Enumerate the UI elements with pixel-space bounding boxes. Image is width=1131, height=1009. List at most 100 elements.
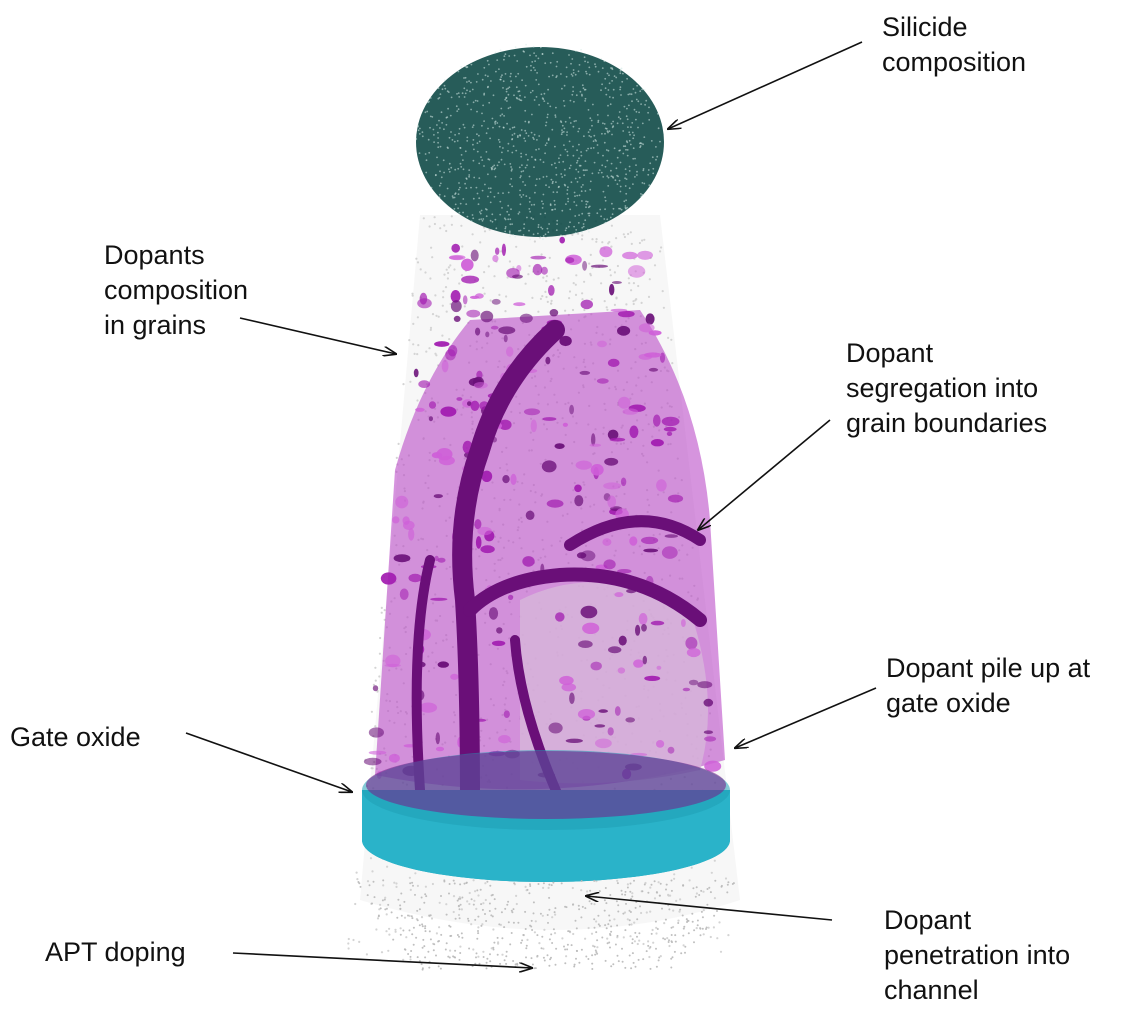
channel-atom xyxy=(392,939,394,941)
dopant-blob xyxy=(603,482,621,489)
channel-atom xyxy=(473,904,475,906)
silicide-atom xyxy=(560,235,562,237)
bg-atom xyxy=(708,927,710,929)
bg-atom xyxy=(606,306,608,308)
dopant-blob xyxy=(548,285,555,296)
silicide-atom xyxy=(483,67,485,69)
channel-atom xyxy=(668,939,670,941)
channel-atom xyxy=(471,898,473,900)
bg-atom xyxy=(542,915,544,917)
silicide-atom xyxy=(518,213,520,215)
silicide-atom xyxy=(536,178,538,180)
dopant-blob xyxy=(681,619,686,627)
channel-atom xyxy=(538,883,540,885)
silicide-atom xyxy=(611,163,613,165)
dopant-blob xyxy=(641,537,658,544)
silicide-atom xyxy=(544,93,546,95)
silicide-atom xyxy=(457,207,459,209)
channel-atom xyxy=(501,937,503,939)
dopant-blob xyxy=(436,747,444,752)
silicide-atom xyxy=(636,174,638,176)
silicide-atom xyxy=(545,233,547,235)
silicide-atom xyxy=(538,104,540,106)
channel-atom xyxy=(671,880,673,882)
bg-atom xyxy=(443,224,445,226)
channel-atom xyxy=(543,882,545,884)
silicide-atom xyxy=(477,73,479,75)
silicide-atom xyxy=(633,147,635,149)
bg-atom xyxy=(667,894,669,896)
silicide-atom xyxy=(473,124,475,126)
bg-atom xyxy=(435,315,437,317)
silicide-atom xyxy=(529,176,531,178)
channel-atom xyxy=(548,897,550,899)
bg-atom xyxy=(374,667,376,669)
dopant-blob xyxy=(395,496,408,509)
channel-atom xyxy=(624,929,626,931)
bg-atom xyxy=(581,238,583,240)
silicide-atom xyxy=(444,79,446,81)
silicide-atom xyxy=(542,238,544,240)
silicide-atom xyxy=(620,162,622,164)
bg-atom xyxy=(415,258,417,260)
silicide-atom xyxy=(528,135,530,137)
bg-atom xyxy=(441,335,443,337)
bg-atom xyxy=(648,956,650,958)
channel-atom xyxy=(616,925,618,927)
silicide-atom xyxy=(517,91,519,93)
silicide-atom xyxy=(635,164,637,166)
channel-atom xyxy=(492,947,494,949)
dopant-blob xyxy=(504,335,508,342)
silicide-atom xyxy=(625,193,627,195)
silicide-atom xyxy=(437,146,439,148)
bg-atom xyxy=(421,916,423,918)
channel-atom xyxy=(384,908,386,910)
bg-atom xyxy=(409,381,411,383)
silicide-atom xyxy=(465,77,467,79)
dopant-blob xyxy=(704,730,713,734)
bg-atom xyxy=(549,257,551,259)
silicide-atom xyxy=(527,159,529,161)
silicide-atom xyxy=(502,87,504,89)
silicide-atom xyxy=(607,73,609,75)
silicide-atom xyxy=(483,93,485,95)
silicide-atom xyxy=(490,187,492,189)
silicide-atom xyxy=(472,214,474,216)
bg-atom xyxy=(370,857,372,859)
silicide-atom xyxy=(628,131,630,133)
channel-atom xyxy=(633,880,635,882)
silicide-atom xyxy=(482,190,484,192)
silicide-atom xyxy=(561,88,563,90)
silicide-atom xyxy=(589,117,591,119)
silicide-atom xyxy=(441,122,443,124)
channel-atom xyxy=(360,886,362,888)
silicide-atom xyxy=(519,194,521,196)
silicide-atom xyxy=(473,101,475,103)
bg-atom xyxy=(408,339,410,341)
silicide-atom xyxy=(577,131,579,133)
silicide-atom xyxy=(516,86,518,88)
channel-atom xyxy=(450,935,452,937)
silicide-atom xyxy=(487,128,489,130)
bg-atom xyxy=(387,950,389,952)
silicide-atom xyxy=(529,55,531,57)
channel-atom xyxy=(387,904,389,906)
channel-atom xyxy=(630,883,632,885)
channel-atom xyxy=(407,953,409,955)
bg-atom xyxy=(526,939,528,941)
dopant-blob xyxy=(607,496,616,508)
silicide-atom xyxy=(619,111,621,113)
silicide-atom xyxy=(583,174,585,176)
silicide-atom xyxy=(503,115,505,117)
silicide-atom xyxy=(630,144,632,146)
channel-atom xyxy=(369,884,371,886)
silicide-atom xyxy=(454,208,456,210)
silicide-atom xyxy=(456,105,458,107)
bg-atom xyxy=(458,914,460,916)
silicide-atom xyxy=(608,177,610,179)
bg-atom xyxy=(614,304,616,306)
silicide-atom xyxy=(494,123,496,125)
channel-atom xyxy=(589,890,591,892)
channel-atom xyxy=(714,880,716,882)
silicide-atom xyxy=(639,143,641,145)
